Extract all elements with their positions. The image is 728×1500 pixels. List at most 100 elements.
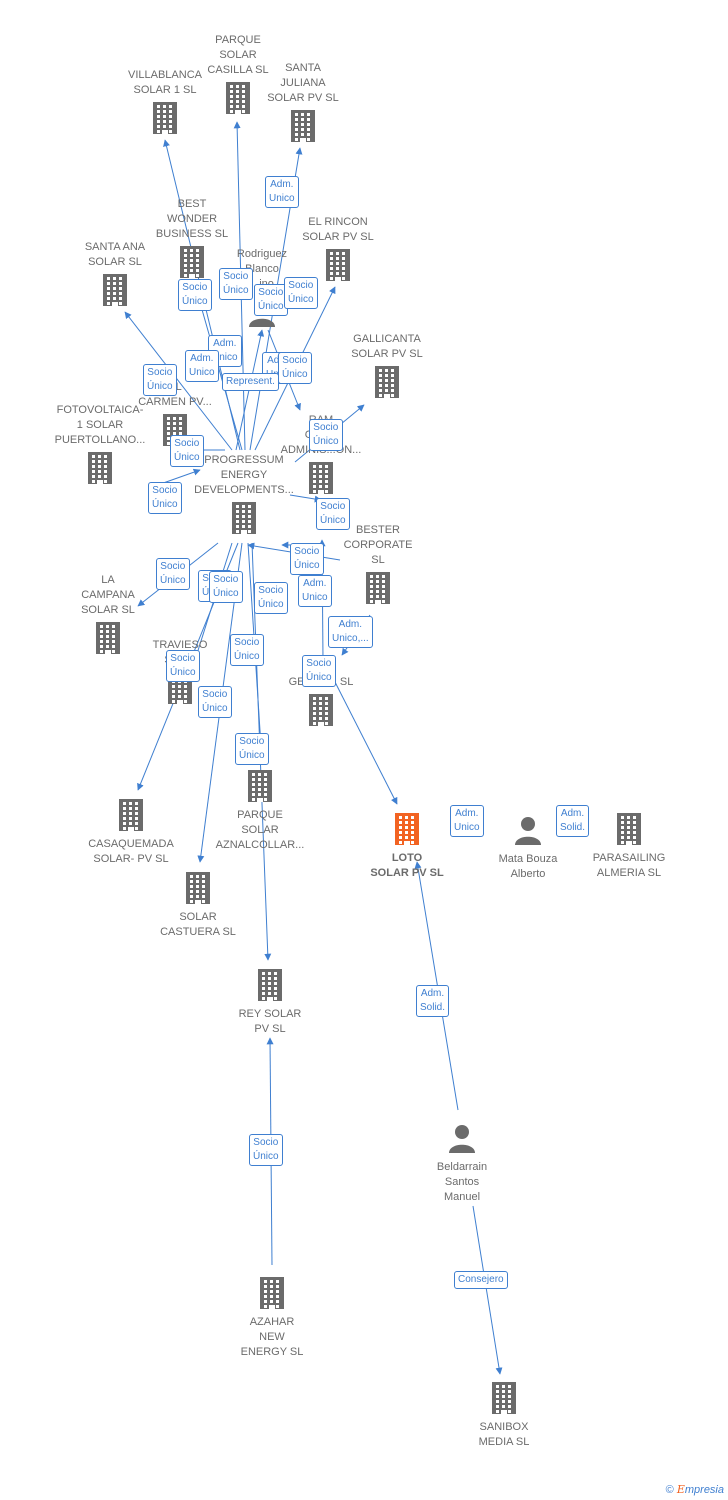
node-label: BESTER CORPORATE SL xyxy=(343,524,413,566)
relationship-badge[interactable]: Represent. xyxy=(222,373,279,391)
building-icon[interactable] xyxy=(177,244,207,285)
node-mata[interactable]: Mata Bouza Alberto xyxy=(468,852,588,882)
node-label: REY SOLAR PV SL xyxy=(238,1008,302,1035)
edge-line xyxy=(289,494,322,503)
building-icon[interactable] xyxy=(306,692,336,733)
relationship-badge[interactable]: Socio Único xyxy=(170,435,204,467)
building-icon[interactable] xyxy=(223,80,253,121)
node-aznalcollar[interactable]: PARQUE SOLAR AZNALCOLLAR... xyxy=(200,808,320,853)
relationship-badge[interactable]: Socio Único xyxy=(316,498,350,530)
building-icon[interactable] xyxy=(100,272,130,313)
node-label: PARQUE SOLAR CASILLA SL xyxy=(207,34,269,76)
relationship-badge[interactable]: Adm. Unico xyxy=(450,805,484,837)
person-icon[interactable] xyxy=(447,1123,477,1158)
node-label: VILLABLANCA SOLAR 1 SL xyxy=(128,69,202,96)
relationship-badge[interactable]: Socio Único xyxy=(290,543,324,575)
node-label: PROGRESSUM ENERGY DEVELOPMENTS... xyxy=(194,454,294,496)
edge-line xyxy=(124,311,233,451)
node-label: FOTOVOLTAICA- 1 SOLAR PUERTOLLANO... xyxy=(54,404,146,446)
node-label: BEST WONDER BUSINESS SL xyxy=(155,198,229,240)
node-sanibox[interactable]: SANIBOX MEDIA SL xyxy=(444,1420,564,1450)
person-icon[interactable] xyxy=(513,815,543,850)
building-icon[interactable] xyxy=(257,1275,287,1316)
relationship-badge[interactable]: Socio Único xyxy=(309,419,343,451)
node-label: SANIBOX MEDIA SL xyxy=(478,1421,530,1448)
building-icon[interactable] xyxy=(245,768,275,809)
node-reysolar[interactable]: REY SOLAR PV SL xyxy=(210,1007,330,1037)
node-beldarrain[interactable]: Beldarrain Santos Manuel xyxy=(402,1160,522,1205)
node-label: EL RINCON SOLAR PV SL xyxy=(302,216,374,243)
node-label: PARASAILING ALMERIA SL xyxy=(592,852,666,879)
building-icon[interactable] xyxy=(116,797,146,838)
relationship-badge[interactable]: Socio Único xyxy=(156,558,190,590)
node-label: SANTA JULIANA SOLAR PV SL xyxy=(267,62,339,104)
relationship-badge[interactable]: Socio Único xyxy=(284,277,318,309)
building-icon[interactable] xyxy=(306,460,336,501)
building-icon[interactable] xyxy=(614,811,644,852)
building-icon[interactable] xyxy=(255,967,285,1008)
relationship-badge[interactable]: Adm. Unico xyxy=(185,350,219,382)
building-icon[interactable] xyxy=(323,247,353,288)
node-castuera[interactable]: SOLAR CASTUERA SL xyxy=(138,910,258,940)
relationship-badge[interactable]: Socio Único xyxy=(235,733,269,765)
node-gallicanta[interactable]: GALLICANTA SOLAR PV SL xyxy=(327,332,447,362)
node-parasailing[interactable]: PARASAILING ALMERIA SL xyxy=(569,851,689,881)
relationship-badge[interactable]: Socio Único xyxy=(143,364,177,396)
building-icon[interactable] xyxy=(288,108,318,149)
relationship-badge[interactable]: Adm. Solid. xyxy=(556,805,590,837)
edge-line xyxy=(472,1205,503,1375)
node-rincon[interactable]: EL RINCON SOLAR PV SL xyxy=(278,215,398,245)
brand-logo-text: mpresia xyxy=(684,1484,724,1496)
node-label: AZAHAR NEW ENERGY SL xyxy=(240,1316,304,1358)
node-santaana[interactable]: SANTA ANA SOLAR SL xyxy=(55,240,175,270)
node-loto[interactable]: LOTO SOLAR PV SL xyxy=(347,851,467,881)
building-icon[interactable] xyxy=(93,620,123,661)
relationship-badge[interactable]: Socio Único xyxy=(254,284,288,316)
node-label: Beldarrain Santos Manuel xyxy=(436,1161,488,1203)
node-azahar[interactable]: AZAHAR NEW ENERGY SL xyxy=(212,1315,332,1360)
relationship-badge[interactable]: Socio Único xyxy=(230,634,264,666)
relationship-badge[interactable]: Socio Único xyxy=(198,686,232,718)
building-icon[interactable] xyxy=(183,870,213,911)
node-fotovoltaica[interactable]: FOTOVOLTAICA- 1 SOLAR PUERTOLLANO... xyxy=(40,403,160,448)
node-label: SOLAR CASTUERA SL xyxy=(160,911,236,938)
relationship-badge[interactable]: Socio Único xyxy=(249,1134,283,1166)
brand-logo-letter: E xyxy=(676,1483,685,1496)
node-casaquemada[interactable]: CASAQUEMADA SOLAR- PV SL xyxy=(71,837,191,867)
relationship-badge[interactable]: Socio Único xyxy=(166,650,200,682)
relationship-badge[interactable]: Socio Único xyxy=(148,482,182,514)
node-juliana[interactable]: SANTA JULIANA SOLAR PV SL xyxy=(243,61,363,106)
node-progressum[interactable]: PROGRESSUM ENERGY DEVELOPMENTS... xyxy=(184,453,304,498)
building-icon[interactable] xyxy=(85,450,115,491)
node-villablanca[interactable]: VILLABLANCA SOLAR 1 SL xyxy=(105,68,225,98)
relationship-badge[interactable]: Socio Único xyxy=(302,655,336,687)
brand-footer: © Empresia xyxy=(666,1483,724,1496)
node-campana[interactable]: LA CAMPANA SOLAR SL xyxy=(48,573,168,618)
node-label: Mata Bouza Alberto xyxy=(498,853,558,880)
relationship-badge[interactable]: Adm. Solid. xyxy=(416,985,450,1017)
building-icon[interactable] xyxy=(363,570,393,611)
building-icon[interactable] xyxy=(489,1380,519,1421)
relationship-badge[interactable]: Socio Único xyxy=(209,571,243,603)
relationship-badge[interactable]: Socio Único xyxy=(178,279,212,311)
relationship-badge[interactable]: Adm. Unico xyxy=(298,575,332,607)
relationship-badge[interactable]: Socio Único xyxy=(278,352,312,384)
relationship-badge[interactable]: Adm. Unico xyxy=(265,176,299,208)
relationship-badge[interactable]: Consejero xyxy=(454,1271,508,1289)
building-icon[interactable] xyxy=(150,100,180,141)
relationship-badge[interactable]: Adm. Unico,... xyxy=(328,616,373,648)
building-icon[interactable] xyxy=(372,364,402,405)
node-label: SANTA ANA SOLAR SL xyxy=(84,241,146,268)
relationship-badge[interactable]: Socio Único xyxy=(254,582,288,614)
node-bester[interactable]: BESTER CORPORATE SL xyxy=(318,523,438,568)
node-label: LA CAMPANA SOLAR SL xyxy=(81,574,135,616)
node-label: PARQUE SOLAR AZNALCOLLAR... xyxy=(215,809,305,851)
copyright-icon: © xyxy=(665,1484,674,1496)
node-casilla[interactable]: PARQUE SOLAR CASILLA SL xyxy=(178,33,298,78)
relationship-badge[interactable]: Socio Único xyxy=(219,268,253,300)
node-bestwonder[interactable]: BEST WONDER BUSINESS SL xyxy=(132,197,252,242)
building-icon[interactable] xyxy=(229,500,259,541)
building-icon[interactable] xyxy=(392,811,422,852)
node-label: CASAQUEMADA SOLAR- PV SL xyxy=(88,838,174,865)
